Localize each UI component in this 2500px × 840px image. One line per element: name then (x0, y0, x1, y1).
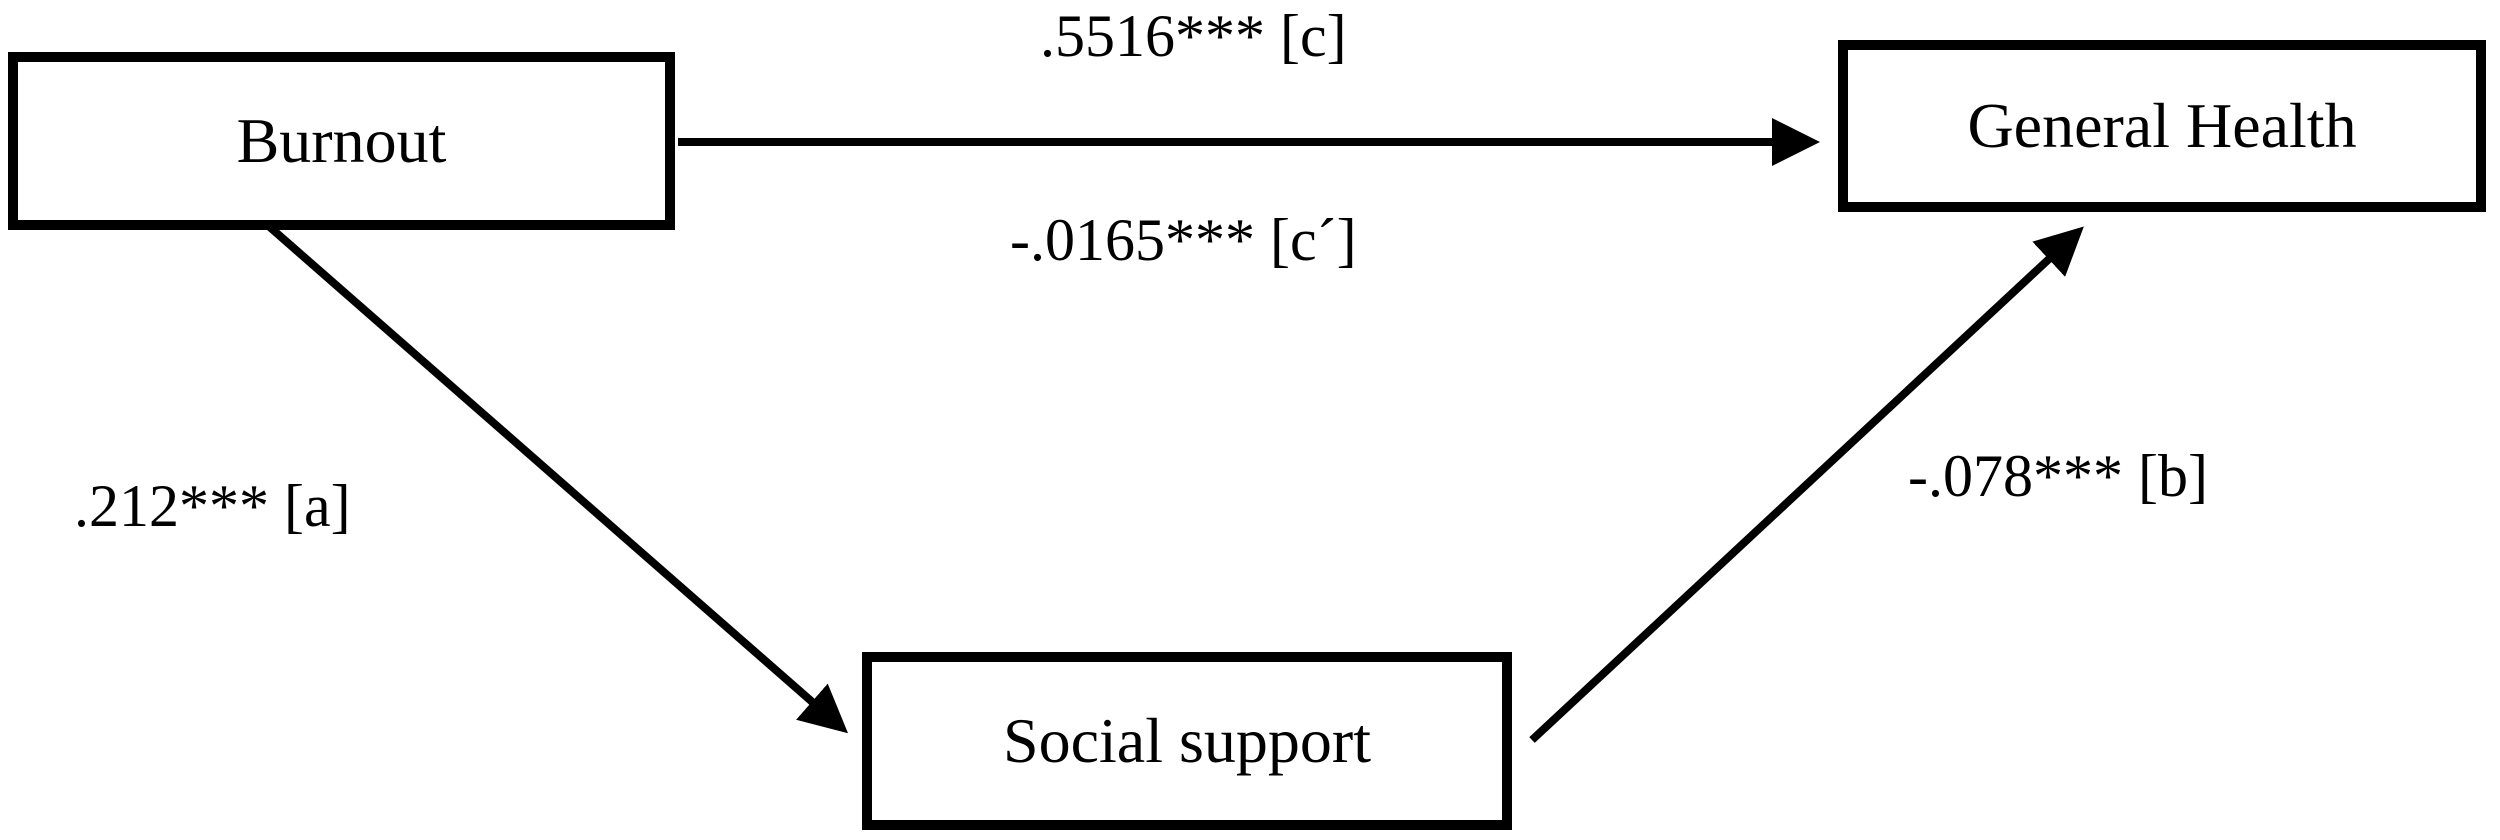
general-health-label: General Health (1967, 90, 2357, 161)
path-b-coefficient: -.078*** [b] (1908, 443, 2208, 509)
arrow-burnout-to-support (261, 218, 849, 734)
social-support-label: Social support (1003, 705, 1371, 776)
path-c-prime-coefficient: -.0165*** [c´] (1010, 207, 1357, 273)
burnout-label: Burnout (236, 105, 447, 176)
general-health-node: General Health (1838, 40, 2486, 212)
arrow-support-to-health (1529, 226, 2084, 743)
path-c-coefficient: .5516*** [c] (1040, 3, 1347, 69)
burnout-node: Burnout (8, 52, 675, 230)
path-a-coefficient: .212*** [a] (74, 473, 351, 539)
social-support-node: Social support (862, 652, 1512, 830)
